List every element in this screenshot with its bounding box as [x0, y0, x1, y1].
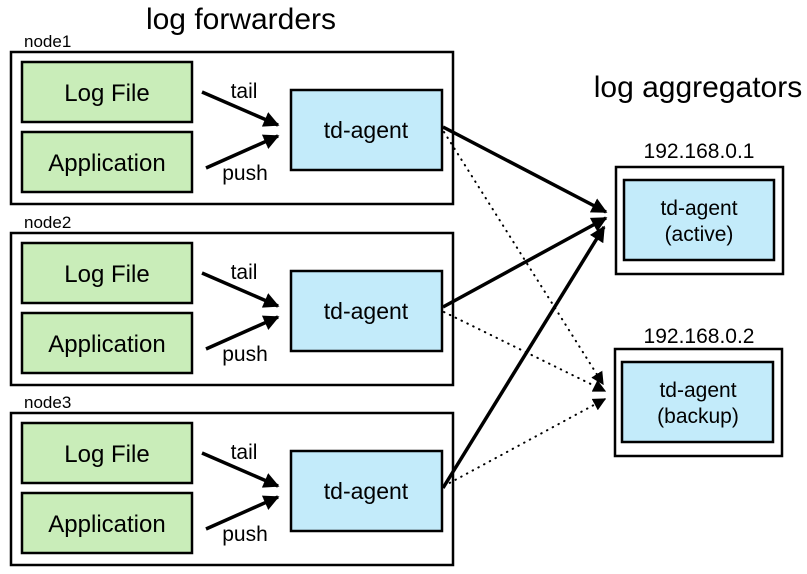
- td-agent-box: [289, 269, 444, 353]
- td-agent-backup-label-line1: td-agent: [659, 379, 736, 402]
- forwarder-node-1: node1 Log File Application td-agent tail…: [9, 32, 455, 206]
- td-agent-box: [289, 88, 444, 172]
- tail-arrow-label: tail: [231, 261, 258, 284]
- node2-to-backup-dotted-arrow: [443, 311, 607, 392]
- tail-arrow: [201, 271, 280, 308]
- tail-arrow-label: tail: [231, 80, 258, 103]
- tail-arrow-label: tail: [231, 441, 258, 464]
- aggregators-title: log aggregators: [594, 71, 802, 104]
- node2-to-active-arrow: [442, 216, 608, 309]
- td-agent-backup-label-line2: (backup): [657, 405, 739, 428]
- td-agent-active-label-line1: td-agent: [660, 197, 737, 220]
- aggregator-active: 192.168.0.1 td-agent (active): [614, 140, 785, 276]
- application-box: [20, 311, 194, 375]
- push-arrow-label: push: [222, 162, 268, 185]
- node1-to-backup-dotted-arrow: [443, 131, 604, 386]
- node-label: node3: [24, 393, 71, 412]
- node-label: node2: [24, 213, 71, 232]
- node3-to-active-arrow: [441, 225, 606, 489]
- push-arrow-label: push: [222, 343, 268, 366]
- push-arrow: [205, 315, 280, 351]
- td-agent-active-label-line2: (active): [665, 223, 734, 246]
- node-label: node1: [24, 32, 71, 51]
- log-file-label: Log File: [64, 441, 149, 468]
- application-label: Application: [48, 150, 165, 177]
- push-arrow: [205, 495, 280, 531]
- td-agent-label: td-agent: [324, 478, 409, 504]
- aggregator-backup: 192.168.0.2 td-agent (backup): [613, 325, 784, 458]
- td-agent-label: td-agent: [324, 117, 409, 143]
- push-arrow-label: push: [222, 523, 268, 546]
- tail-arrow: [201, 90, 280, 127]
- log-file-label: Log File: [64, 80, 149, 107]
- forward-links: [441, 125, 608, 489]
- td-agent-label: td-agent: [324, 298, 409, 324]
- application-box: [20, 491, 194, 555]
- log-file-box: [20, 421, 194, 485]
- log-file-box: [20, 241, 194, 305]
- forwarder-node-2: node2 Log File Application td-agent tail…: [9, 213, 455, 387]
- td-agent-box: [289, 449, 444, 533]
- application-label: Application: [48, 331, 165, 358]
- application-label: Application: [48, 511, 165, 538]
- forwarders-title: log forwarders: [146, 3, 336, 36]
- application-box: [20, 130, 194, 194]
- log-file-label: Log File: [64, 261, 149, 288]
- aggregator-ip-label: 192.168.0.2: [644, 325, 755, 348]
- forwarder-node-3: node3 Log File Application td-agent tail…: [9, 393, 455, 567]
- aggregator-ip-label: 192.168.0.1: [644, 140, 755, 163]
- node3-to-backup-dotted-arrow: [443, 398, 607, 487]
- tail-arrow: [201, 451, 280, 488]
- td-agent-active-box: [622, 178, 776, 262]
- push-arrow: [205, 134, 280, 170]
- td-agent-backup-box: [620, 360, 775, 444]
- log-file-box: [20, 60, 194, 124]
- node1-to-active-arrow: [442, 125, 608, 214]
